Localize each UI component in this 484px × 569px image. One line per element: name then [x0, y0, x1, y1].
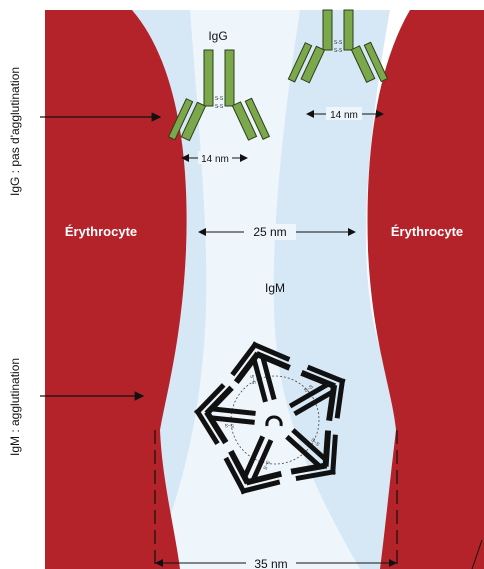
erythrocyte-right-label: Érythrocyte — [391, 224, 463, 239]
igg-side-label: IgG : pas d'agglutination — [8, 67, 22, 196]
igg-left-dimension-label: 14 nm — [201, 154, 229, 165]
igm-side-label: IgM : agglutination — [8, 358, 22, 456]
svg-text:S-S: S-S — [334, 40, 343, 46]
disulfide-bond-label: S–S — [224, 422, 235, 429]
svg-text:S-S: S-S — [215, 104, 224, 110]
igm-dimension-label: 35 nm — [254, 557, 287, 569]
igm-title: IgM — [265, 281, 285, 295]
erythrocyte-left-label: Érythrocyte — [65, 224, 137, 239]
erythrocyte-left — [45, 10, 187, 569]
svg-text:S-S: S-S — [334, 48, 343, 54]
center-dimension-label: 25 nm — [253, 225, 286, 239]
igg-right-dimension-label: 14 nm — [330, 110, 358, 121]
igg-title: IgG — [208, 29, 227, 43]
svg-text:S-S: S-S — [215, 96, 224, 102]
